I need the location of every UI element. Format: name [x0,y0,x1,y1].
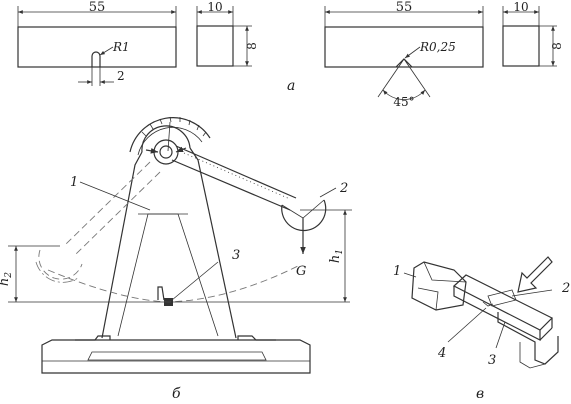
gravity-label: G [296,264,306,279]
specimen-v-section: 10 8 [502,0,564,67]
specimen-v-length: 55 [396,0,413,15]
specimen-u-notch-width: 2 [117,69,125,83]
callout-1: 1 [393,264,401,279]
isometric-detail: 1 2 3 4 [393,256,570,369]
specimen-v-notch-angle: 45° [393,95,414,109]
figure-label-v: в [476,386,484,402]
callout-2: 2 [561,281,570,296]
h2-label: h [0,278,12,286]
callout-3: 3 [488,353,496,368]
specimen-u-notch-radius: R1 [112,40,130,54]
h1-sub: 1 [335,249,345,255]
specimen-v-notch-radius: R0,25 [419,40,456,54]
specimen-u-section: 10 8 [196,0,259,67]
pendulum-machine: h2 h1 [0,116,352,374]
label-pendulum: 1 [70,175,78,190]
specimen-u-front-view: 55 R1 2 [17,0,177,86]
svg-text:h1: h1 [328,249,345,263]
specimen-v-height: 8 [550,42,564,50]
specimen-u-width: 10 [207,0,222,14]
specimen-u-height: 8 [245,42,259,50]
callout-4: 4 [437,346,446,361]
label-specimen: 3 [232,248,240,263]
figure-label-a: а [287,78,295,94]
figure-label-b: б [172,386,181,402]
svg-text:h2: h2 [0,272,14,286]
specimen-v-width: 10 [513,0,528,14]
h2-sub: 2 [4,272,14,279]
specimen-v-front-view: 55 R0,25 45° [324,0,484,109]
label-hammer: 2 [339,181,348,196]
specimen-u-length: 55 [89,0,106,15]
h1-label: h [328,255,343,263]
